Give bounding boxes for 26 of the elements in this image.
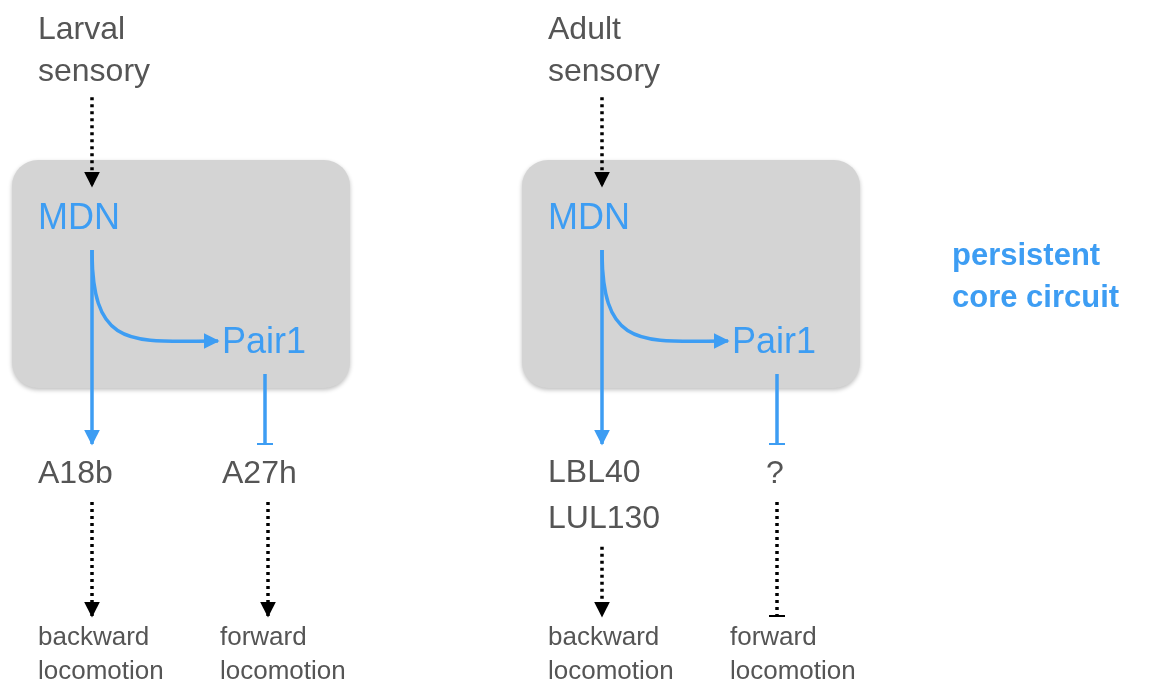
dashed-arrow [84,97,100,188]
arrow [84,250,100,446]
dashed-arrow [260,502,276,618]
neuron-label: A18b [38,453,113,492]
input-label: Adult sensory [548,9,662,90]
behavior-label: forward locomotion [220,620,347,687]
behavior-label: backward locomotion [548,620,675,687]
neuron-label: LBL40 LUL130 [548,452,662,538]
neuron-label: MDN [38,195,120,239]
inhibition-connector [767,374,787,446]
neuron-label: MDN [548,195,630,239]
neuron-label: Pair1 [222,319,307,363]
neuron-label: Pair1 [732,319,817,363]
unknown-neuron-label: ? [766,453,784,492]
circuit-panel [522,160,860,388]
annotation-label: persistent core circuit [952,236,1121,316]
input-label: Larval sensory [38,9,152,90]
circuit-panel [12,160,350,388]
behavior-label: backward locomotion [38,620,165,687]
inhibition-connector [255,374,275,446]
dashed-arrow [594,546,610,618]
behavior-label: forward locomotion [730,620,857,687]
dashed-arrow [594,97,610,188]
arrow [594,250,610,446]
dashed-arrow [84,502,100,618]
neuron-label: A27h [222,453,297,492]
